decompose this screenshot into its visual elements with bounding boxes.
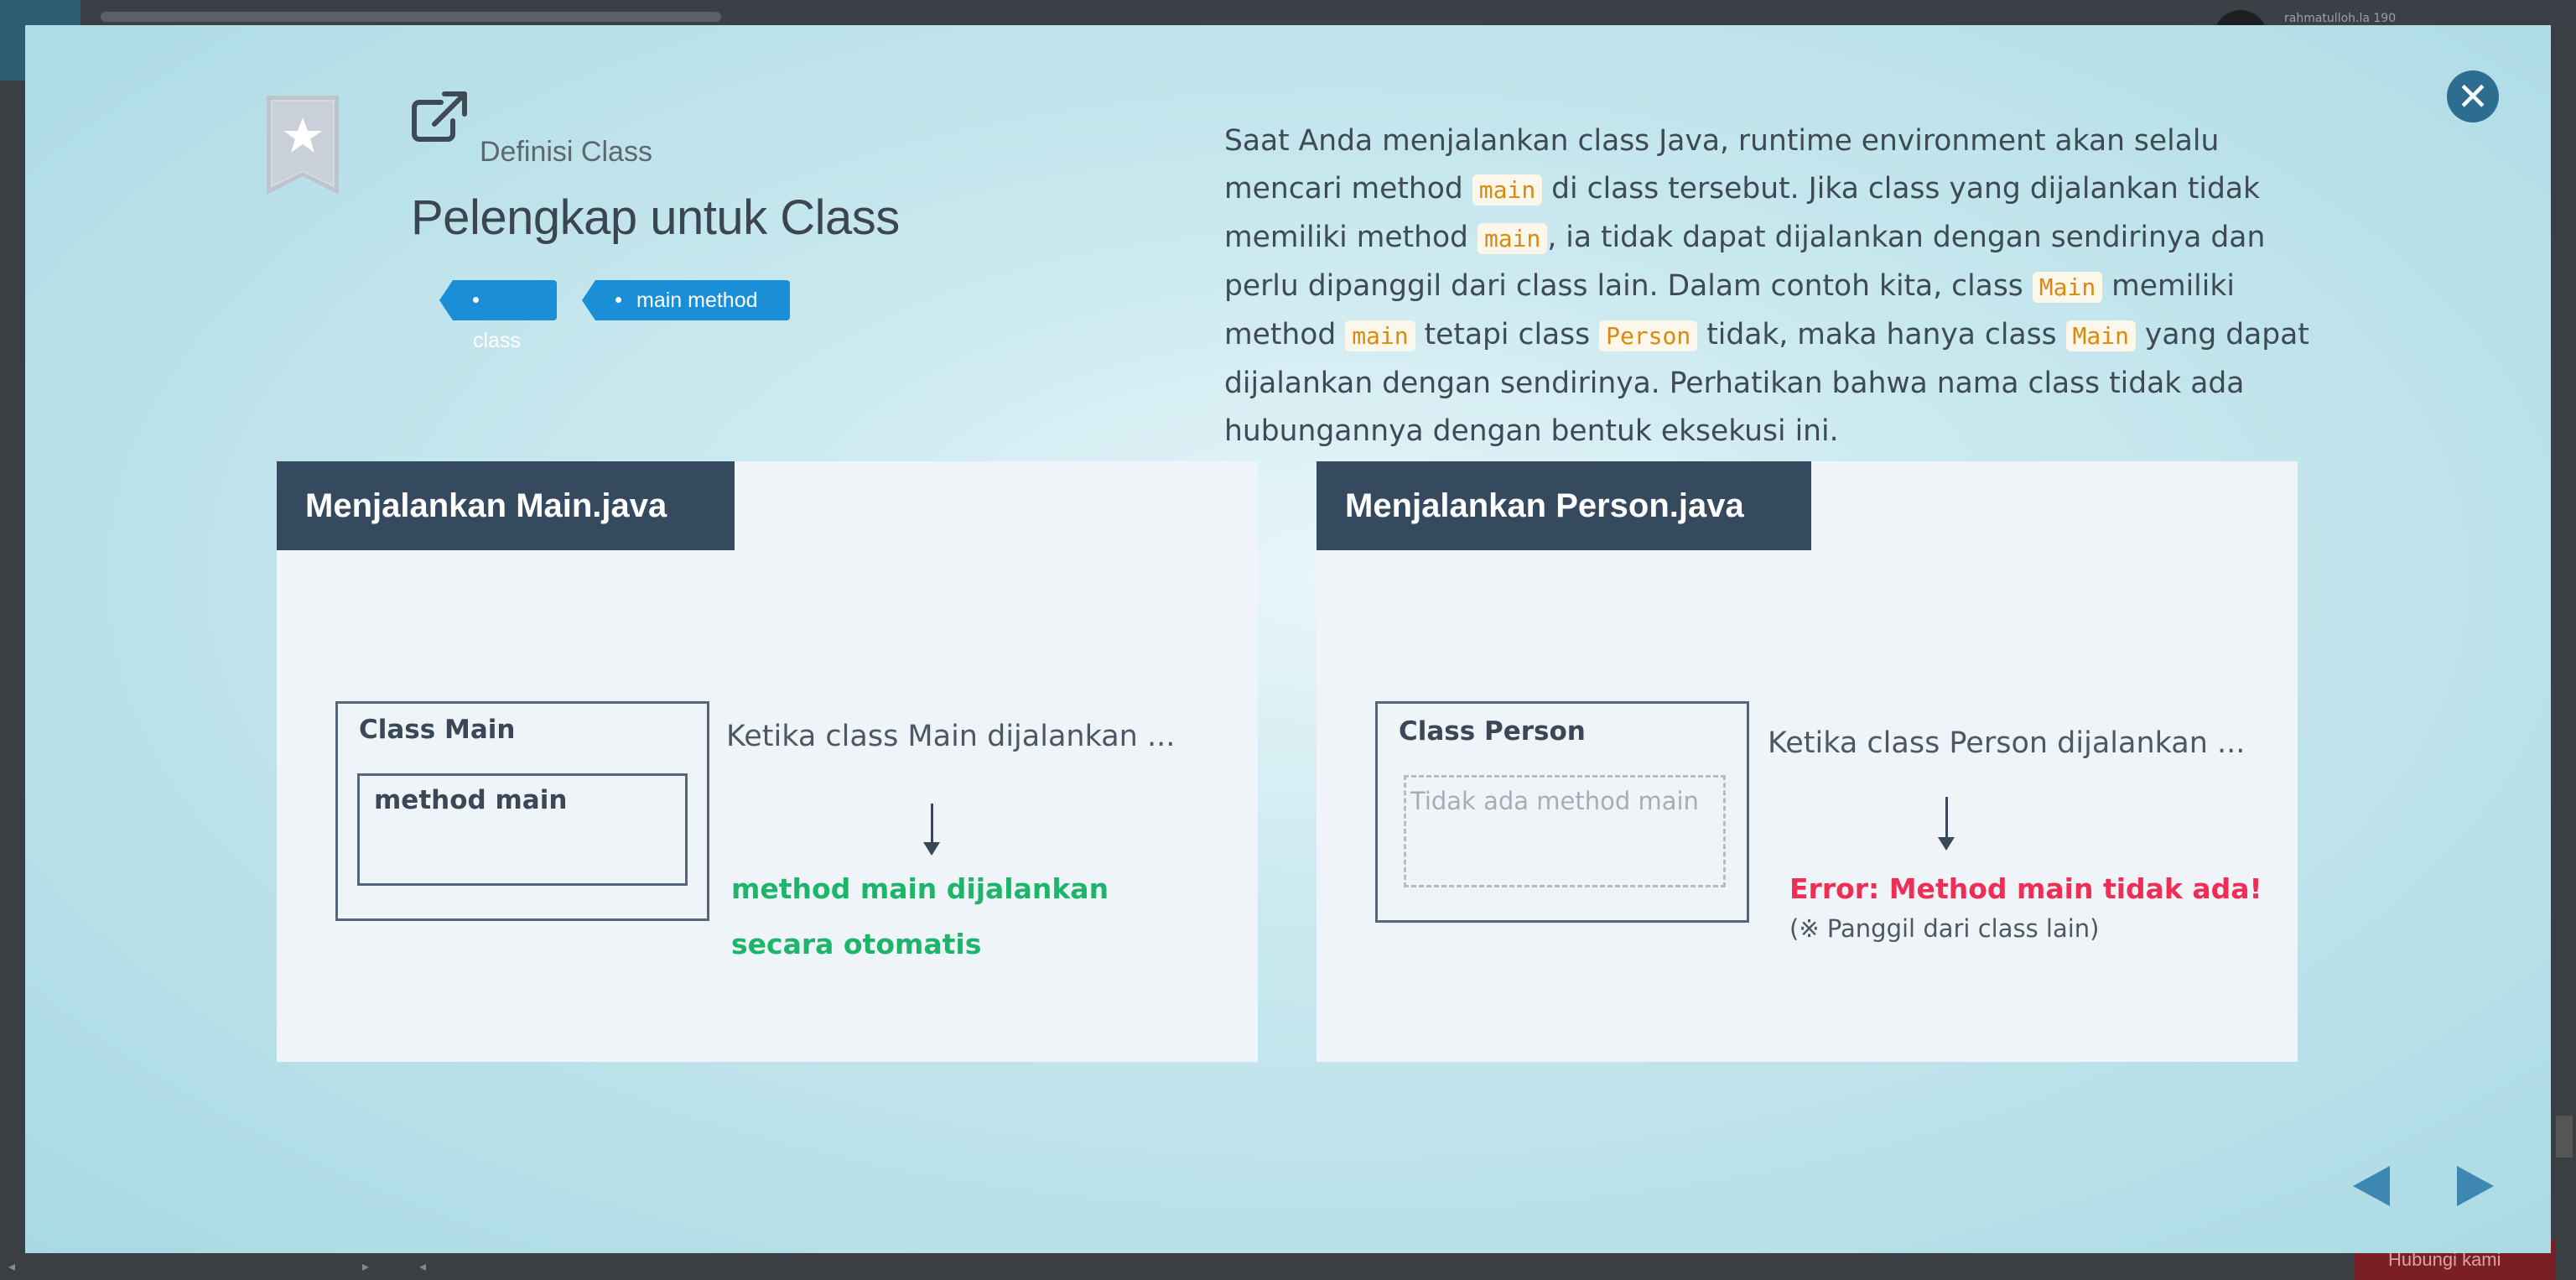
when-text: Ketika class Person dijalankan ... <box>1768 726 2246 760</box>
tag-label: main method <box>636 289 758 312</box>
page-title: Pelengkap untuk Class <box>411 190 900 245</box>
scroll-right-icon: ▸ <box>362 1258 370 1274</box>
inline-code: Main <box>2065 320 2136 351</box>
desc-text: memiliki method <box>1224 269 2235 351</box>
tag-class[interactable]: class <box>439 280 557 352</box>
method-main-box <box>357 773 688 886</box>
bookmark-icon[interactable] <box>267 96 339 195</box>
desc-text: di class tersebut. Jika class yang dijal… <box>1224 172 2260 254</box>
class-person-box <box>1375 701 1749 923</box>
missing-method-label: Tidak ada method main <box>1410 787 1699 815</box>
inline-code: Person <box>1599 320 1698 351</box>
panel-run-main: Menjalankan Main.java Class Main method … <box>277 461 1258 1062</box>
background-username: rahmatulloh.la 190 <box>2284 12 2397 25</box>
external-link-icon[interactable] <box>411 91 470 143</box>
background-scrollbar <box>2556 1116 2573 1158</box>
inline-code: Main <box>2032 272 2103 303</box>
desc-text: Saat Anda menjalankan class Java, runtim… <box>1224 124 2220 206</box>
method-main-label: method main <box>374 785 568 815</box>
down-arrow-icon <box>923 804 940 856</box>
inline-code: main <box>1472 174 1543 206</box>
tag-dot <box>473 296 479 303</box>
panel-header: Menjalankan Person.java <box>1317 461 1811 550</box>
when-text: Ketika class Main dijalankan ... <box>726 720 1176 753</box>
inline-code: main <box>1345 320 1415 351</box>
result-text: secara otomatis <box>731 928 982 960</box>
tag-label: class <box>473 329 521 352</box>
category-label: Definisi Class <box>480 136 652 168</box>
triangle-left-icon[interactable] <box>2353 1166 2390 1206</box>
error-text: Error: Method main tidak ada! <box>1789 872 2262 905</box>
down-arrow-icon <box>1938 797 1955 851</box>
desc-text: yang dapat dijalankan dengan sendirinya.… <box>1224 318 2309 448</box>
background-search-bar <box>101 12 721 22</box>
tag-dot <box>615 296 621 303</box>
desc-text: tidak, maka hanya class <box>1697 318 2066 351</box>
note-text: (※ Panggil dari class lain) <box>1789 914 2100 943</box>
class-main-title: Class Main <box>359 715 516 745</box>
description-text: Saat Anda menjalankan class Java, runtim… <box>1224 117 2314 455</box>
close-icon[interactable]: ✕ <box>2447 70 2499 122</box>
triangle-right-icon[interactable] <box>2457 1166 2494 1206</box>
tag-main-method[interactable]: main method <box>582 280 790 320</box>
panel-header: Menjalankan Main.java <box>277 461 735 550</box>
background-bottom-bar <box>0 1251 2576 1280</box>
missing-method-box <box>1404 775 1726 887</box>
result-text: method main dijalankan <box>731 872 1109 905</box>
desc-text: , ia tidak dapat dijalankan dengan sendi… <box>1224 221 2266 303</box>
class-person-title: Class Person <box>1399 716 1586 747</box>
scroll-left-icon: ◂ <box>8 1258 16 1274</box>
panel-run-person: Menjalankan Person.java Class Person Tid… <box>1317 461 2298 1062</box>
class-main-box <box>335 701 709 921</box>
scroll-left-icon: ◂ <box>419 1258 427 1274</box>
desc-text: tetapi class <box>1415 318 1600 351</box>
inline-code: main <box>1477 223 1548 254</box>
lesson-modal: ✕ Definisi Class Pelengkap untuk Class c… <box>25 25 2551 1253</box>
